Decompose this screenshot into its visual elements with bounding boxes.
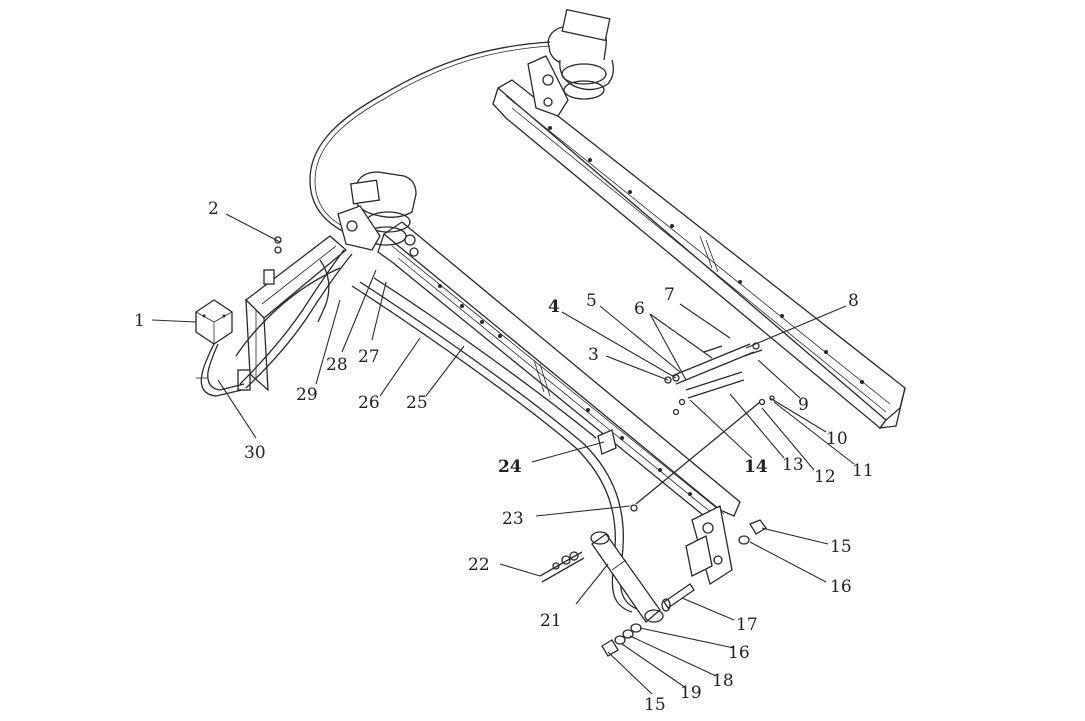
lower-nut-washers bbox=[601, 623, 642, 657]
callout-5: 5 bbox=[586, 291, 597, 311]
callout-30: 30 bbox=[244, 443, 266, 463]
callout-labels: 1 2 3 4 5 6 7 8 9 10 11 12 13 14 15 16 1… bbox=[134, 199, 874, 715]
callout-27: 27 bbox=[358, 347, 380, 367]
callout-14: 14 bbox=[744, 457, 768, 477]
air-hoses bbox=[196, 249, 353, 397]
callout-15-lower: 15 bbox=[644, 695, 666, 715]
right-air-spring-assembly bbox=[527, 8, 614, 117]
bracket-bolt bbox=[661, 583, 695, 612]
callout-4: 4 bbox=[548, 297, 560, 317]
callout-7: 7 bbox=[664, 285, 675, 305]
callout-13: 13 bbox=[782, 455, 804, 475]
callout-8: 8 bbox=[848, 291, 859, 311]
left-air-spring-assembly bbox=[337, 171, 419, 257]
hose-clip bbox=[597, 429, 617, 455]
air-line-tube bbox=[309, 41, 551, 233]
callout-19: 19 bbox=[680, 683, 702, 703]
callout-16-lower: 16 bbox=[728, 643, 750, 663]
callout-17: 17 bbox=[736, 615, 758, 635]
callout-12: 12 bbox=[814, 467, 836, 487]
callout-11: 11 bbox=[852, 461, 874, 481]
leader-lines bbox=[151, 213, 855, 695]
callout-18: 18 bbox=[712, 671, 734, 691]
callout-28: 28 bbox=[326, 355, 348, 375]
callout-16-upper: 16 bbox=[830, 577, 852, 597]
callout-10: 10 bbox=[826, 429, 848, 449]
valve-mount-bracket bbox=[237, 235, 348, 392]
linkage-parts bbox=[630, 342, 775, 512]
callout-1: 1 bbox=[134, 311, 145, 331]
callout-15-upper: 15 bbox=[830, 537, 852, 557]
callout-2: 2 bbox=[208, 199, 219, 219]
leveling-valve bbox=[195, 299, 233, 345]
callout-9: 9 bbox=[798, 395, 809, 415]
callout-21: 21 bbox=[540, 611, 562, 631]
upper-nut-washer bbox=[738, 519, 767, 545]
lower-air-lines bbox=[351, 277, 641, 613]
callout-26: 26 bbox=[358, 393, 380, 413]
callout-25: 25 bbox=[406, 393, 428, 413]
shock-bolt bbox=[539, 551, 585, 583]
left-frame-rail bbox=[377, 221, 741, 526]
callout-3: 3 bbox=[588, 345, 599, 365]
callout-23: 23 bbox=[502, 509, 524, 529]
callout-6: 6 bbox=[634, 299, 645, 319]
callout-24: 24 bbox=[498, 457, 522, 477]
right-frame-rail bbox=[492, 79, 906, 429]
shock-absorber bbox=[590, 531, 664, 623]
callout-22: 22 bbox=[468, 555, 490, 575]
callout-29: 29 bbox=[296, 385, 318, 405]
lower-shock-bracket bbox=[685, 505, 733, 586]
